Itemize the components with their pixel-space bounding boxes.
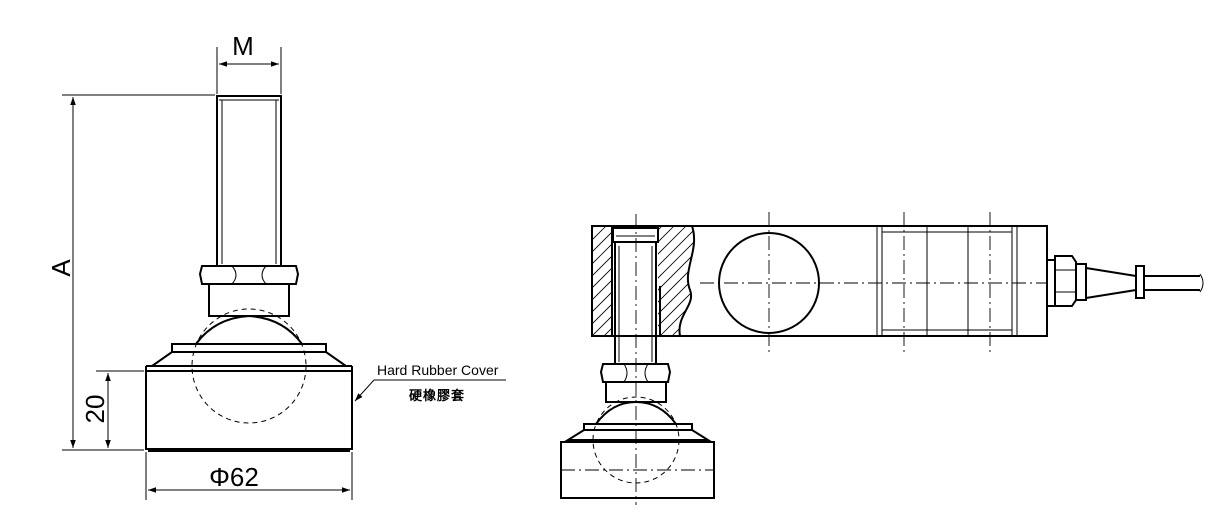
callout-label-en: Hard Rubber Cover <box>377 362 499 378</box>
hex-nut-right <box>599 363 672 383</box>
dimension-m: M <box>216 31 282 94</box>
section-hatch-right <box>658 226 695 336</box>
thread-dimension-label: M <box>232 31 254 61</box>
rubber-cover-callout: Hard Rubber Cover 硬橡膠套 <box>354 362 506 404</box>
ball-joint <box>195 314 303 345</box>
height-dimension-label: A <box>46 259 76 277</box>
callout-label-cn: 硬橡膠套 <box>409 388 465 404</box>
section-hatch-left <box>592 226 612 336</box>
dimension-20: 20 <box>80 370 144 448</box>
neck <box>208 283 290 317</box>
ball-hidden-outline <box>191 308 307 424</box>
base-cap <box>148 343 350 367</box>
mounting-stud <box>611 227 661 365</box>
cable <box>1144 273 1204 293</box>
hard-rubber-base <box>145 365 353 452</box>
centerlines <box>561 212 1060 505</box>
base-height-dimension-label: 20 <box>80 395 110 424</box>
base-cap-right <box>564 423 712 441</box>
cable-gland <box>1046 255 1145 307</box>
threaded-stud <box>216 95 282 267</box>
hex-nut <box>198 265 300 285</box>
side-view: M A 20 Φ62 Hard Rubber Cover 硬橡膠套 <box>46 31 506 500</box>
dimension-phi62: Φ62 <box>145 452 353 500</box>
dimension-a: A <box>46 94 215 451</box>
gauge-pockets <box>876 226 1018 336</box>
base-diameter-dimension-label: Φ62 <box>209 462 259 492</box>
front-view <box>560 212 1204 505</box>
section-break-line <box>678 225 696 337</box>
